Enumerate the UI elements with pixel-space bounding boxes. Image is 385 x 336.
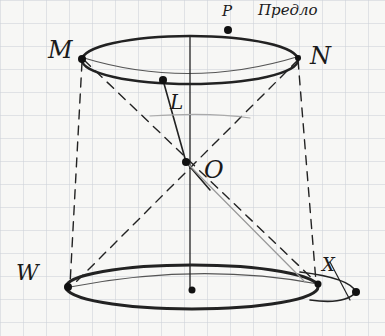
segment-line: [186, 162, 305, 282]
point: [182, 158, 190, 166]
bottom-ellipse: [66, 265, 318, 309]
point: [224, 26, 232, 34]
faint-arc: [150, 114, 250, 118]
right-generator: [298, 60, 316, 282]
point-label: N: [310, 44, 331, 68]
point-label: O: [204, 158, 224, 182]
point-label: X: [322, 256, 335, 274]
point: [352, 288, 360, 296]
point-label: Предло: [258, 3, 318, 18]
segment-line: [163, 80, 210, 190]
top-chord: [84, 56, 300, 74]
point: [159, 76, 167, 84]
point: [64, 283, 72, 291]
point: [189, 287, 196, 294]
extra-arc: [300, 272, 356, 301]
point: [295, 55, 301, 61]
diagonal: [72, 60, 298, 286]
diagonal: [84, 60, 318, 284]
point-label: W: [16, 262, 39, 284]
point: [78, 55, 86, 63]
left-generator: [70, 62, 82, 285]
bottom-arc: [70, 274, 318, 287]
point-label: L: [170, 92, 183, 112]
point: [315, 281, 322, 288]
point-label: P: [222, 4, 232, 19]
point-label: M: [48, 38, 73, 62]
